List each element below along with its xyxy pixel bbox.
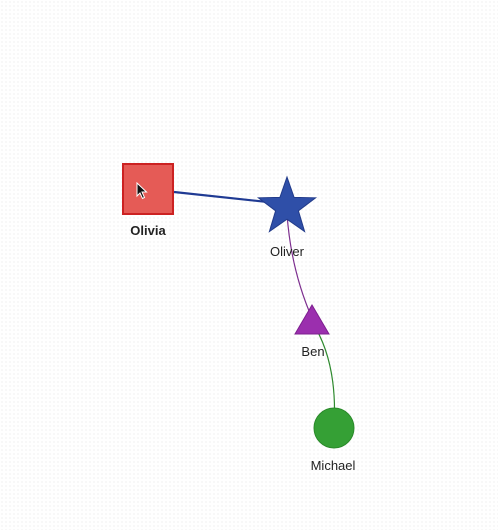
- node-label-ben: Ben: [301, 344, 325, 359]
- node-michael-circle[interactable]: [313, 407, 355, 449]
- edge-oliver-ben[interactable]: [286, 213, 313, 319]
- nodes-layer: [122, 163, 355, 449]
- node-label-michael: Michael: [310, 458, 356, 473]
- node-label-olivia: Olivia: [130, 223, 166, 238]
- node-label-oliver: Oliver: [270, 244, 304, 259]
- node-ben-triangle[interactable]: [294, 304, 330, 335]
- node-oliver-star[interactable]: [256, 175, 318, 233]
- node-olivia-square[interactable]: [122, 163, 174, 215]
